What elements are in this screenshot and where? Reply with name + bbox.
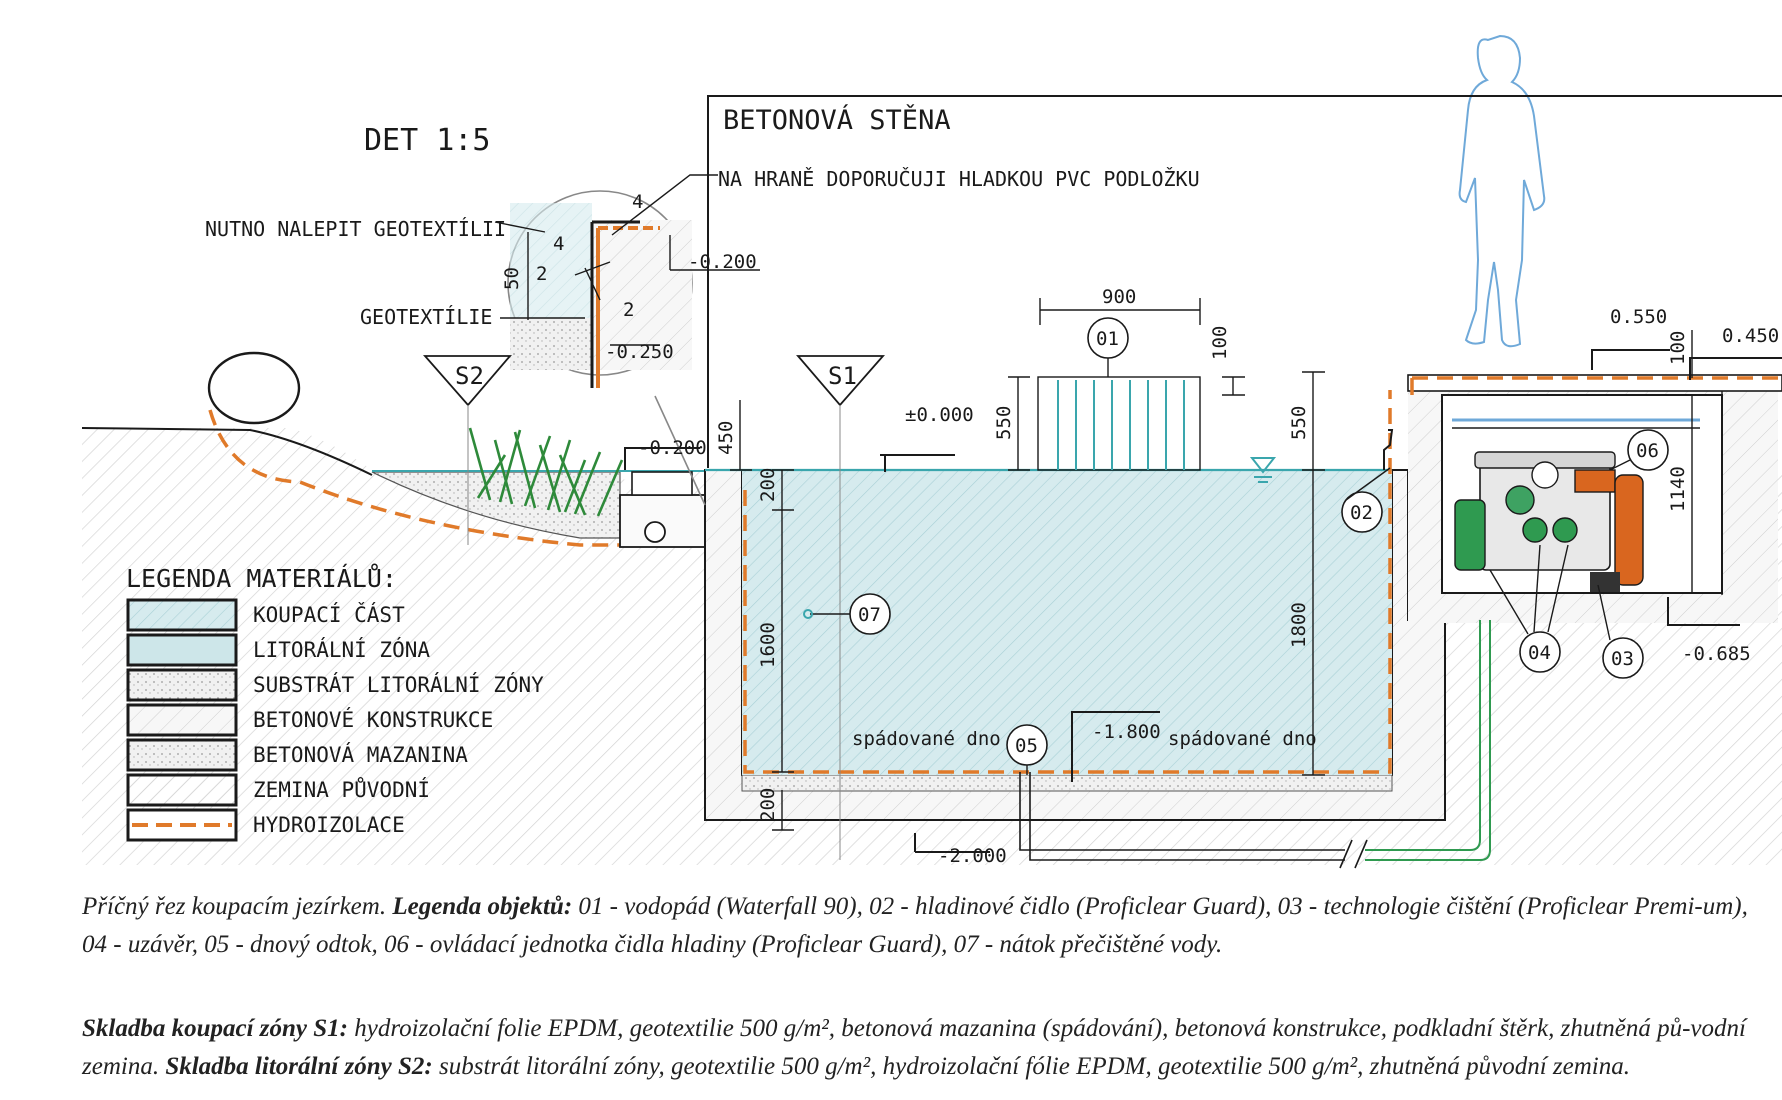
- bottom-label-right: spádované dno: [1168, 728, 1317, 750]
- dim-1600: 1600: [757, 622, 779, 668]
- marker-circles: [849, 317, 1669, 766]
- marker-06: 06: [1636, 440, 1659, 462]
- legend-swatches: [126, 598, 238, 842]
- boulder: [207, 351, 301, 425]
- detail-dim-2b: 2: [623, 299, 634, 321]
- pond-cross-section-drawing: DET 1:5 BETONOVÁ STĚNA NA HRANĚ DOPORUČU…: [81, 34, 1782, 869]
- wall-title: BETONOVÁ STĚNA: [723, 104, 951, 136]
- caption-s2-heading: Skladba litorální zóny S2:: [165, 1053, 433, 1080]
- dim-1140: 1140: [1667, 466, 1689, 512]
- detail-frame: [707, 95, 1782, 468]
- caption-objects-text: 01 - vodopád (Waterfall 90), 02 - hladin…: [82, 893, 1748, 958]
- level-m0685: -0.685: [1682, 643, 1751, 665]
- level-marks: [624, 349, 1782, 853]
- dim-200a: 200: [757, 468, 779, 502]
- wall-note: NA HRANĚ DOPORUČUJI HLADKOU PVC PODLOŽKU: [718, 167, 1200, 191]
- section-marker-s1: [796, 355, 885, 860]
- section-label-s1: S1: [828, 362, 857, 390]
- person-silhouette: [1458, 34, 1546, 348]
- dim-200b: 200: [757, 788, 779, 822]
- legend-item-5: ZEMINA PŮVODNÍ: [253, 776, 430, 802]
- dim-1800: 1800: [1288, 602, 1310, 648]
- level-p0450: 0.450: [1722, 325, 1779, 347]
- waterfall: [1037, 376, 1201, 471]
- detail-dim-4a: 4: [553, 233, 564, 255]
- dim-450: 450: [715, 421, 737, 455]
- caption-objects-intro: Příčný řez koupacím jezírkem.: [82, 893, 393, 920]
- caption-s2-text: substrát litorální zóny, geotextilie 500…: [432, 1053, 1631, 1080]
- swimming-water: [742, 470, 1392, 775]
- pipes: [1019, 620, 1491, 869]
- caption-s1-heading: Skladba koupací zóny S1:: [82, 1015, 349, 1042]
- litoral-insulation: [208, 409, 705, 547]
- marker-leaders: [810, 358, 1631, 775]
- dim-900: 900: [1102, 286, 1136, 308]
- caption-s1-text: hydroizolační folie EPDM, geotextilie 50…: [82, 1015, 1746, 1080]
- section-label-s2: S2: [455, 362, 484, 390]
- detail-level-m0200: -0.200: [688, 251, 757, 273]
- level-m0200: -0.200: [638, 437, 707, 459]
- detail-dim-50: 50: [501, 267, 523, 290]
- level-zero: ±0.000: [905, 404, 974, 426]
- drain-box: [619, 494, 709, 548]
- legend-item-2: SUBSTRÁT LITORÁLNÍ ZÓNY: [253, 672, 544, 697]
- level-m2000: -2.000: [938, 845, 1007, 867]
- dim-100a: 100: [1209, 326, 1231, 360]
- marker-07: 07: [858, 604, 881, 626]
- marker-03: 03: [1611, 648, 1634, 670]
- caption-layers: Skladba koupací zóny S1: hydroizolační f…: [82, 1010, 1762, 1086]
- marker-05: 05: [1015, 735, 1038, 757]
- dimension-lines: [730, 298, 1704, 831]
- detail-level-m0250: -0.250: [605, 341, 674, 363]
- caption-objects: Příčný řez koupacím jezírkem. Legenda ob…: [82, 888, 1762, 964]
- detail-leaders: [494, 174, 760, 346]
- legend-item-1: LITORÁLNÍ ZÓNA: [253, 637, 430, 662]
- legend-item-3: BETONOVÉ KONSTRUKCE: [253, 707, 493, 732]
- marker-04: 04: [1528, 642, 1551, 664]
- filter-unit: [1454, 451, 1644, 592]
- marker-01: 01: [1096, 328, 1119, 350]
- detail-title: DET 1:5: [364, 123, 490, 158]
- legend-item-6: HYDROIZOLACE: [253, 813, 405, 837]
- legend-item-4: BETONOVÁ MAZANINA: [253, 742, 468, 767]
- dim-550a: 550: [993, 406, 1015, 440]
- dim-100b: 100: [1667, 331, 1689, 365]
- level-p0550: 0.550: [1610, 306, 1667, 328]
- section-marker-s2: [423, 355, 512, 545]
- litoral-substrate: [371, 471, 621, 539]
- geotextile-note: NUTNO NALEPIT GEOTEXTÍLII: [205, 217, 506, 241]
- marker-02: 02: [1350, 502, 1373, 524]
- caption-objects-heading: Legenda objektů:: [392, 893, 573, 920]
- water-level-symbol: [1249, 457, 1277, 474]
- bottom-label-left: spádované dno: [852, 728, 1001, 750]
- detail-dim-2a: 2: [536, 263, 547, 285]
- level-sensor: [1383, 429, 1394, 470]
- plants: [468, 427, 624, 517]
- dim-550b: 550: [1288, 406, 1310, 440]
- level-m1800: -1.800: [1092, 721, 1161, 743]
- geotextile-label: GEOTEXTÍLIE: [360, 305, 492, 329]
- legend-title: LEGENDA MATERIÁLŮ:: [126, 563, 397, 593]
- detail-dim-4b: 4: [632, 191, 643, 213]
- legend-item-0: KOUPACÍ ČÁST: [253, 602, 405, 627]
- pool-insulation: [743, 390, 1392, 774]
